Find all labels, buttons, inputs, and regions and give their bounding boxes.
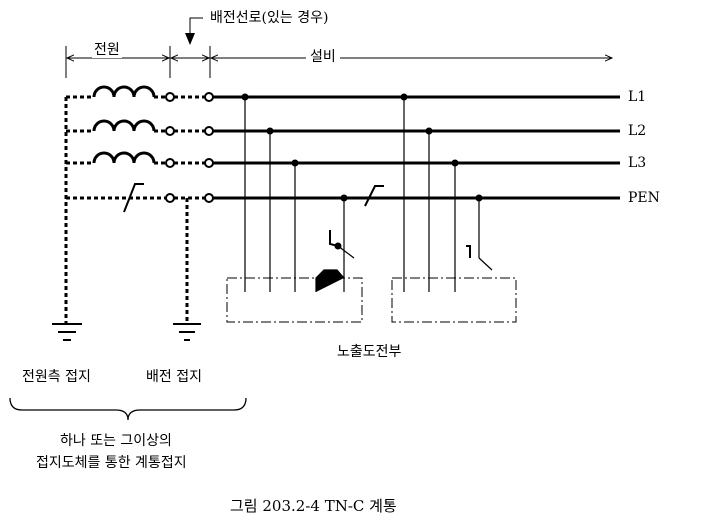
neutral-symbols bbox=[329, 185, 471, 258]
distribution-pointer-head bbox=[185, 33, 195, 45]
dimension-ticks bbox=[65, 46, 211, 78]
distribution-circuit-label: 배전선로(있는 경우) bbox=[210, 10, 329, 26]
note-line-1: 하나 또는 그이상의 bbox=[60, 433, 172, 449]
source-dashed-wiring bbox=[64, 95, 205, 323]
figure-caption: 그림 203.2-4 TN-C 계통 bbox=[230, 497, 397, 515]
distribution-pointer bbox=[189, 17, 203, 34]
main-conductors bbox=[213, 95, 620, 200]
source-windings bbox=[92, 85, 156, 164]
note-line-2: 접지도체를 통한 계통접지 bbox=[36, 455, 187, 471]
l1-label: L1 bbox=[628, 89, 647, 105]
grouping-brace bbox=[9, 397, 247, 421]
pen-label: PEN bbox=[628, 190, 660, 206]
equipment-taps bbox=[244, 97, 493, 292]
l2-label: L2 bbox=[628, 123, 647, 139]
terminals bbox=[165, 92, 214, 203]
l3-label: L3 bbox=[628, 155, 647, 171]
earth-symbols bbox=[52, 323, 201, 341]
exposed-part-boxes bbox=[226, 277, 517, 323]
installation-label: 설비 bbox=[306, 49, 340, 65]
junction-dots bbox=[241, 93, 483, 250]
exposed-parts-label: 노출도전부 bbox=[337, 344, 402, 360]
distribution-earthing-label: 배전 접지 bbox=[146, 369, 202, 385]
source-earthing-label: 전원측 접지 bbox=[22, 369, 91, 385]
neutral-symbol-source bbox=[123, 183, 144, 213]
source-label: 전원 bbox=[92, 42, 122, 58]
